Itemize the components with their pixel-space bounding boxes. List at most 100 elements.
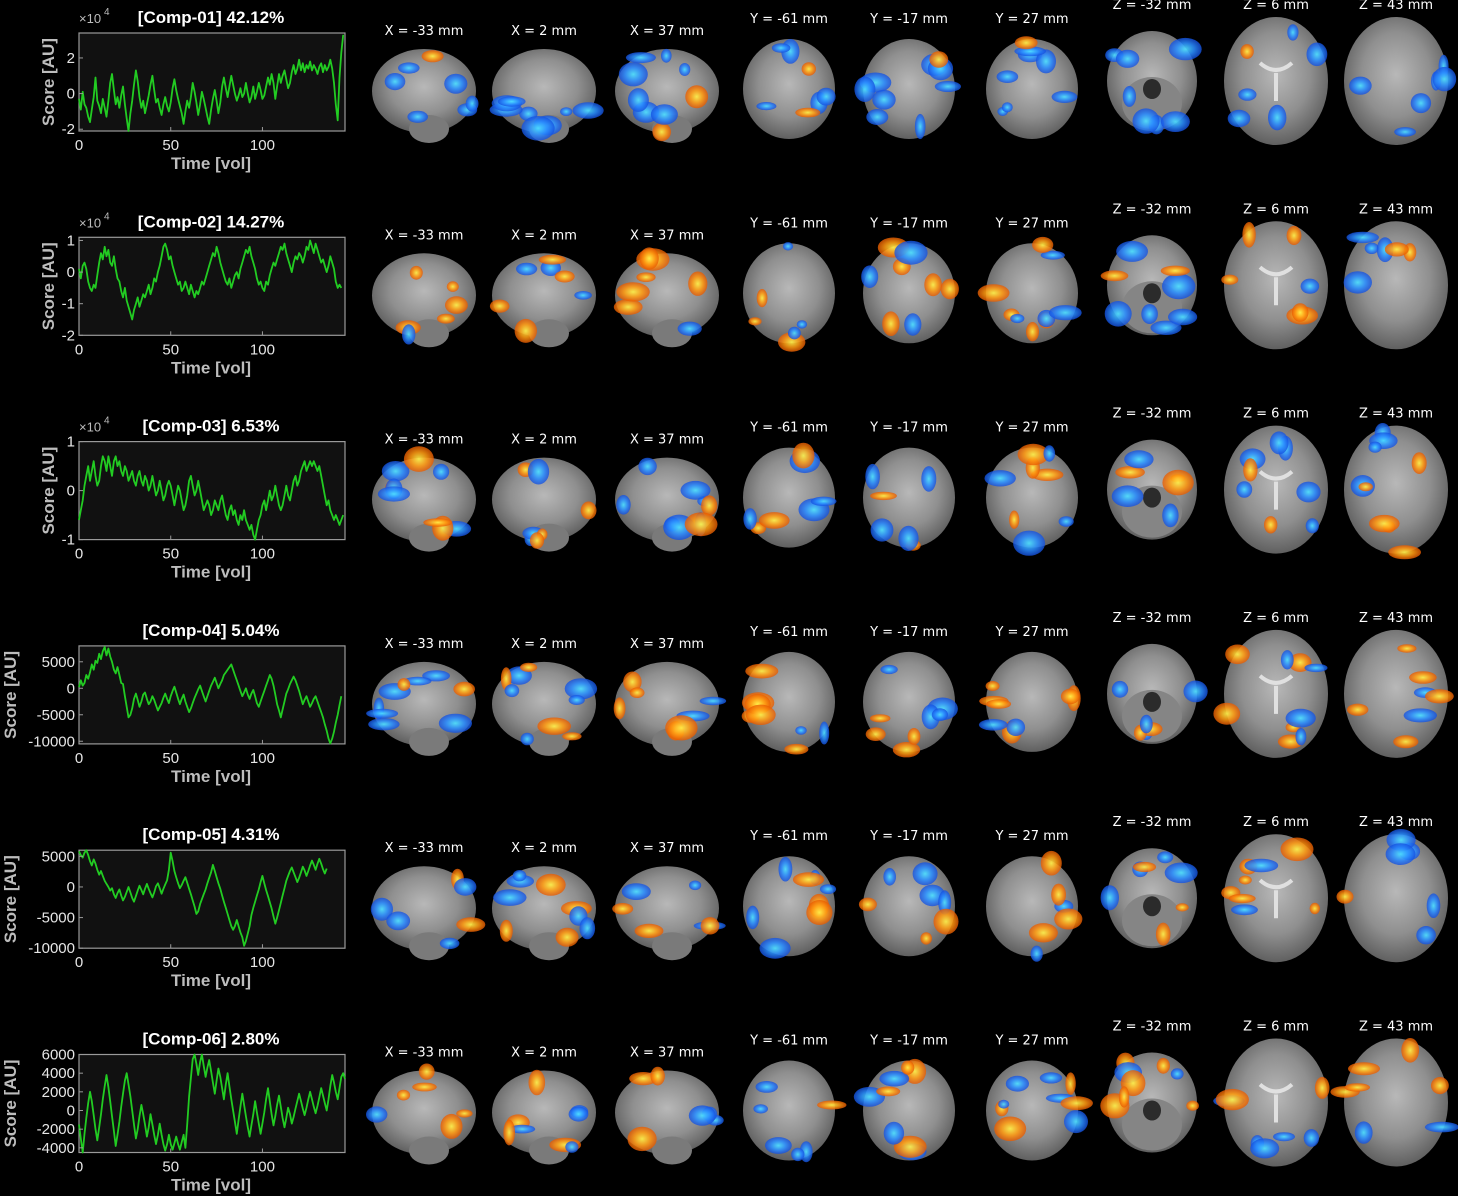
negative-activation-blob <box>699 696 727 706</box>
slice-coordinate-label: X = 2 mm <box>511 1046 577 1061</box>
negative-activation-blob <box>1039 1072 1063 1084</box>
positive-activation-blob <box>409 265 423 280</box>
positive-activation-blob <box>1264 516 1278 534</box>
positive-activation-blob <box>529 532 545 549</box>
brain-slice-image <box>1221 834 1328 963</box>
negative-activation-blob <box>1048 305 1082 321</box>
brain-slice-image <box>986 36 1078 139</box>
slice-coordinate-label: Z = -32 mm <box>1113 0 1192 13</box>
brain-slice-image <box>743 442 837 548</box>
negative-activation-blob <box>1040 250 1065 260</box>
negative-activation-blob <box>778 856 793 882</box>
brain-slice-image <box>489 253 596 348</box>
y-tick-label: 4000 <box>42 1065 75 1082</box>
positive-activation-blob <box>1221 274 1239 285</box>
positive-activation-blob <box>817 1100 847 1110</box>
negative-activation-blob <box>1132 108 1160 134</box>
y-tick-label: 0 <box>67 1103 75 1120</box>
y-axis-label: Score [AU] <box>39 242 58 330</box>
negative-activation-blob <box>782 242 794 251</box>
negative-activation-blob <box>894 240 928 265</box>
positive-activation-blob <box>1242 222 1256 248</box>
brain-outline <box>743 243 835 344</box>
positive-activation-blob <box>514 318 537 343</box>
positive-activation-blob <box>940 278 959 300</box>
brain-slice-image <box>1213 629 1328 758</box>
slice-coordinate-label: Y = -17 mm <box>869 1034 948 1049</box>
negative-activation-blob <box>688 1105 716 1126</box>
negative-activation-blob <box>366 708 399 719</box>
brainstem-gap <box>1143 79 1161 99</box>
negative-activation-blob <box>679 63 691 76</box>
brain-slice-image <box>861 237 959 344</box>
positive-activation-blob <box>1156 1057 1170 1074</box>
positive-activation-blob <box>685 85 709 109</box>
positive-activation-blob <box>1336 889 1354 904</box>
positive-activation-blob <box>920 932 932 945</box>
positive-activation-blob <box>1213 702 1241 725</box>
slice-coordinate-label: Y = 27 mm <box>994 829 1068 844</box>
slice-coordinate-label: Y = -17 mm <box>869 421 948 436</box>
negative-activation-blob <box>756 102 777 111</box>
chart-title: [Comp-05] 4.31% <box>143 825 280 844</box>
negative-activation-blob <box>661 48 672 63</box>
negative-activation-blob <box>568 1106 589 1122</box>
y-axis-label: Score [AU] <box>1 855 20 943</box>
positive-activation-blob <box>528 1069 546 1096</box>
negative-activation-blob <box>689 880 702 891</box>
negative-activation-blob <box>1013 530 1046 556</box>
negative-activation-blob <box>377 486 410 502</box>
negative-activation-blob <box>1287 24 1299 41</box>
x-tick-label: 50 <box>162 1159 179 1176</box>
negative-activation-blob <box>1416 926 1436 945</box>
y-tick-label: 5000 <box>42 654 75 671</box>
brain-slice-image <box>1100 1052 1199 1153</box>
x-tick-label: 50 <box>162 954 179 971</box>
positive-activation-blob <box>924 273 942 297</box>
negative-activation-blob <box>998 1099 1010 1109</box>
brain-slice-image <box>863 651 958 758</box>
brain-slice-image <box>615 1066 724 1165</box>
y-tick-label: 0 <box>67 680 75 697</box>
negative-activation-blob <box>1150 320 1182 335</box>
x-axis-label: Time [vol] <box>171 971 251 990</box>
negative-activation-blob <box>865 463 880 490</box>
negative-activation-blob <box>921 466 937 492</box>
positive-activation-blob <box>1186 1100 1199 1111</box>
negative-activation-blob <box>433 463 450 480</box>
negative-activation-blob <box>1100 885 1120 911</box>
slice-coordinate-label: Z = 43 mm <box>1359 202 1433 217</box>
negative-activation-blob <box>1368 441 1382 453</box>
negative-activation-blob <box>677 321 702 336</box>
positive-activation-blob <box>1280 837 1314 862</box>
brain-slice-image <box>615 48 719 143</box>
x-tick-label: 50 <box>162 341 179 358</box>
positive-activation-blob <box>985 681 1000 691</box>
brain-outline <box>1344 629 1448 758</box>
positive-activation-blob <box>1401 1038 1420 1063</box>
positive-activation-blob <box>403 446 434 472</box>
negative-activation-blob <box>996 70 1019 83</box>
cerebellum <box>409 727 449 756</box>
positive-activation-blob <box>1115 466 1145 479</box>
positive-activation-blob <box>892 742 921 758</box>
brain-slice-image <box>1100 848 1198 949</box>
slice-coordinate-label: Z = 6 mm <box>1243 1020 1309 1035</box>
y-tick-label: -2000 <box>37 1121 75 1138</box>
negative-activation-blob <box>1010 313 1025 324</box>
positive-activation-blob <box>801 62 816 76</box>
positive-activation-blob <box>876 1086 901 1097</box>
positive-activation-blob <box>1051 883 1066 906</box>
negative-activation-blob <box>1051 90 1078 103</box>
ventricles <box>1258 61 1294 101</box>
negative-activation-blob <box>1244 858 1279 873</box>
positive-activation-blob <box>535 873 566 896</box>
positive-activation-blob <box>858 897 877 912</box>
